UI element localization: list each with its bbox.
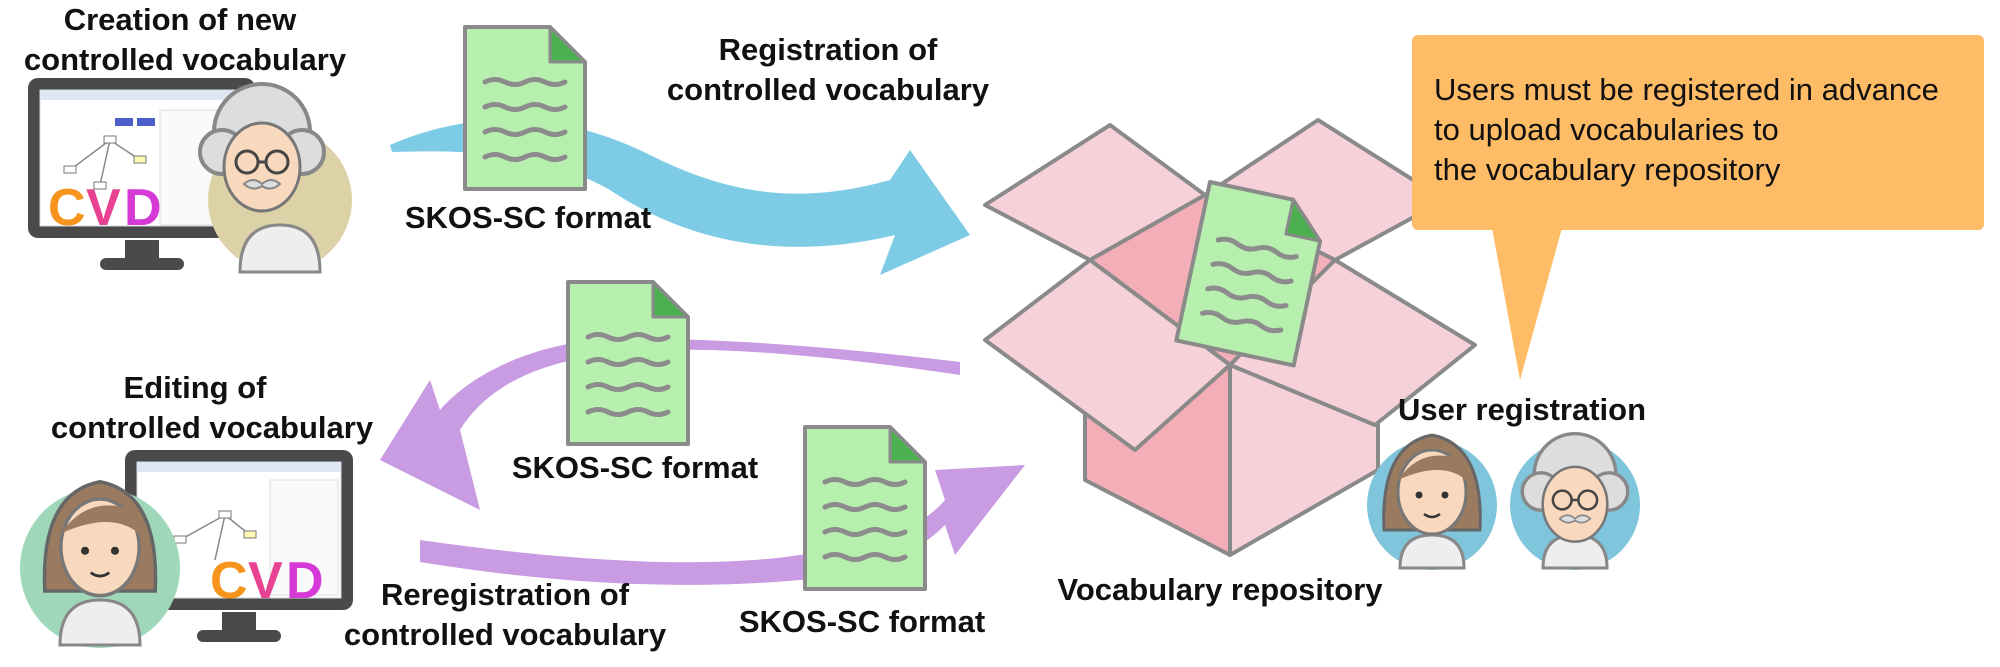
repository-label: Vocabulary repository	[1057, 572, 1383, 607]
document-icon-top	[465, 27, 585, 189]
editing-return-arrow	[380, 339, 960, 510]
svg-text:V: V	[248, 552, 283, 610]
document-icon-middle	[568, 282, 688, 444]
creator-workstation: C V D	[28, 78, 352, 274]
registration-label-line2: controlled vocabulary	[667, 72, 990, 107]
cvd-logo: C V D	[48, 179, 162, 237]
svg-text:D: D	[286, 552, 324, 610]
reregistration-label-line2: controlled vocabulary	[344, 617, 667, 652]
registration-label-line1: Registration of	[719, 32, 938, 67]
creator-avatar	[198, 82, 352, 274]
callout-line3: the vocabulary repository	[1434, 152, 1781, 187]
creation-label-line1: Creation of new	[64, 2, 297, 37]
svg-text:C: C	[210, 552, 248, 610]
reregistration-label-line1: Reregistration of	[381, 577, 630, 612]
svg-text:D: D	[124, 179, 162, 237]
editing-label-line2: controlled vocabulary	[51, 410, 374, 445]
user-registration-label: User registration	[1398, 392, 1646, 427]
editing-label-line1: Editing of	[124, 370, 268, 405]
creation-label-line2: controlled vocabulary	[24, 42, 347, 77]
editor-avatar	[20, 480, 180, 648]
registered-user-woman-avatar	[1367, 433, 1497, 570]
format-label-top: SKOS-SC format	[405, 200, 651, 235]
registered-user-man-avatar	[1510, 432, 1640, 570]
format-label-middle: SKOS-SC format	[512, 450, 758, 485]
callout-line1: Users must be registered in advance	[1434, 72, 1939, 107]
svg-text:C: C	[48, 179, 86, 237]
editor-workstation: C V D	[20, 450, 353, 648]
cvd-logo: C V D	[210, 552, 324, 610]
speech-callout-icon	[1412, 35, 1984, 380]
callout-line2: to upload vocabularies to	[1434, 112, 1779, 147]
svg-text:V: V	[86, 179, 121, 237]
format-label-bottom: SKOS-SC format	[739, 604, 985, 639]
document-icon-bottom	[805, 427, 925, 589]
